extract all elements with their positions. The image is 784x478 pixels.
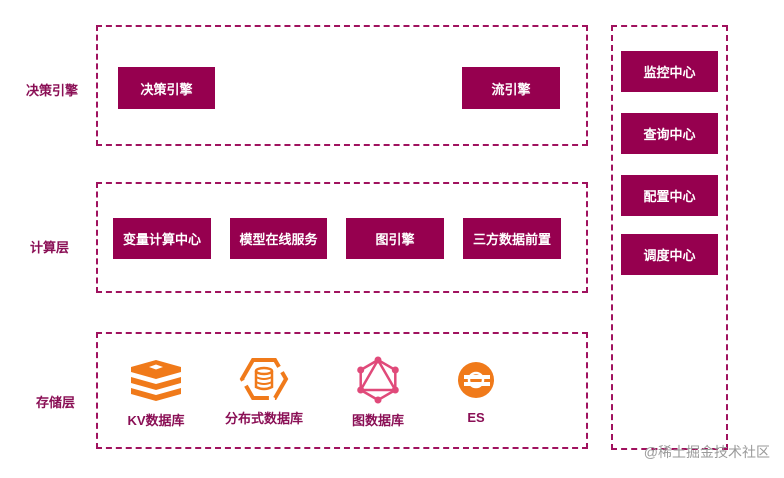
stream-engine-box: 流引擎 <box>462 67 560 109</box>
redis-icon <box>131 360 181 401</box>
monitor-center-box: 监控中心 <box>621 51 718 92</box>
graphql-icon <box>357 356 399 404</box>
es-database-item: ES <box>426 358 526 425</box>
query-center-box: 查询中心 <box>621 113 718 154</box>
decision-engine-box: 决策引擎 <box>118 67 215 109</box>
storage-layer-container <box>96 332 588 449</box>
side-panel-container <box>611 25 728 450</box>
model-service-box: 模型在线服务 <box>230 218 327 259</box>
compute-layer-container <box>96 182 588 293</box>
database-hexagon-icon <box>239 358 289 400</box>
es-label: ES <box>467 410 485 425</box>
kv-database-label: KV数据库 <box>127 413 185 428</box>
layer-label-decision: 决策引擎 <box>26 83 79 98</box>
layer-label-compute: 计算层 <box>30 240 70 255</box>
graph-database-label: 图数据库 <box>351 413 404 428</box>
distributed-database-item: 分布式数据库 <box>214 356 314 427</box>
decision-layer-container <box>96 25 588 146</box>
schedule-center-box: 调度中心 <box>621 234 718 275</box>
graph-engine-box: 图引擎 <box>346 218 444 259</box>
distributed-database-label: 分布式数据库 <box>224 411 303 426</box>
kv-database-item: KV数据库 <box>106 358 206 429</box>
elasticsearch-icon <box>458 362 494 398</box>
config-center-box: 配置中心 <box>621 175 718 216</box>
variable-center-box: 变量计算中心 <box>113 218 211 259</box>
layer-label-storage: 存储层 <box>36 395 76 410</box>
watermark: @稀土掘金技术社区 <box>643 444 770 460</box>
graph-database-item: 图数据库 <box>328 356 428 429</box>
third-party-data-box: 三方数据前置 <box>463 218 561 259</box>
